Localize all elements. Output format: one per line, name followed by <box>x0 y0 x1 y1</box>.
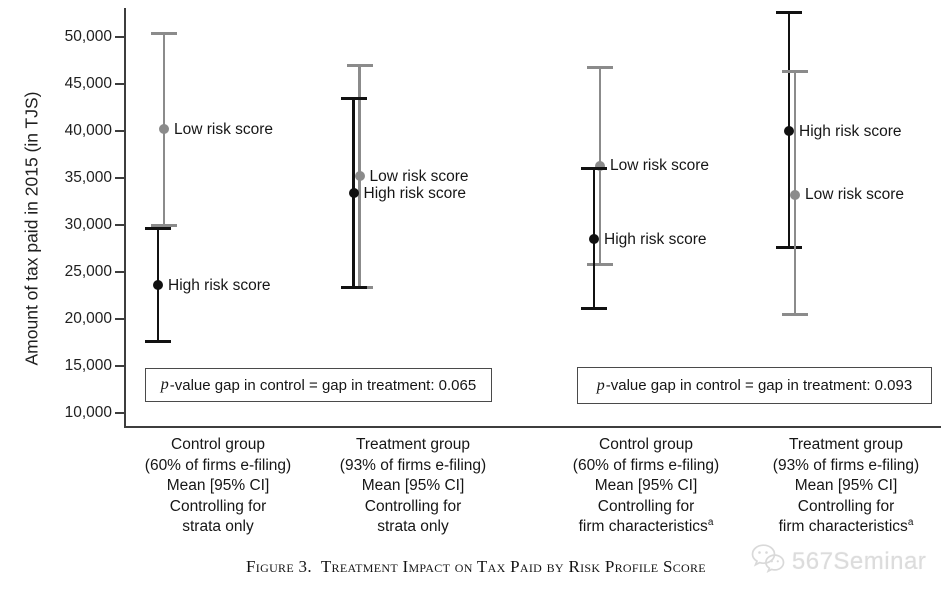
ci-cap-bottom <box>776 246 802 250</box>
x-group-label: Control group (60% of firms e-filing) Mean… <box>526 435 766 538</box>
data-point-gray <box>595 160 605 171</box>
x-group-label-line: Controlling for <box>797 497 895 515</box>
point-label: High risk score <box>799 122 902 140</box>
x-group-label-line: Mean [95% CI] <box>361 477 465 494</box>
x-group-label-line: (60% of firms e-filing) <box>144 456 292 474</box>
x-group-label: Treatment group (93% of firms e-filing) Me… <box>726 435 952 538</box>
data-point-gray <box>159 124 169 135</box>
ci-cap-top <box>581 167 607 171</box>
ci-cap-top <box>782 70 808 74</box>
x-group-label-line: firm characteristicsa <box>578 516 714 535</box>
caption-prefix: Figure 3. <box>246 557 312 576</box>
ci-cap-bottom <box>340 286 367 290</box>
data-point-gray <box>790 189 800 200</box>
y-axis-line <box>124 8 126 428</box>
watermark: 567Seminar <box>750 543 926 581</box>
x-group-label-line: firm characteristicsa <box>778 516 914 535</box>
x-group-label-line: Mean [95% CI] <box>594 477 698 494</box>
y-tick-label: 50,000 <box>64 28 112 45</box>
x-group-label-line: Treatment group <box>355 436 470 453</box>
y-tick-label: 25,000 <box>64 263 112 280</box>
point-label: Low risk score <box>610 157 710 175</box>
x-group-label-line: (60% of firms e-filing) <box>572 456 720 474</box>
x-group-label-line: Mean [95% CI] <box>166 477 270 494</box>
ci-cap-top <box>346 63 373 67</box>
x-group-label-line: strata only <box>377 518 449 535</box>
y-tick-label: 10,000 <box>64 404 112 421</box>
point-label: High risk score <box>168 276 271 294</box>
point-label: High risk score <box>604 230 707 248</box>
y-tick <box>115 177 124 179</box>
data-point-gray <box>354 171 365 182</box>
y-tick <box>115 83 124 85</box>
y-tick <box>115 412 124 414</box>
y-tick <box>115 318 124 320</box>
pvalue-text: -value gap in control = gap in treatment… <box>605 377 913 394</box>
y-tick-label: 40,000 <box>64 122 112 139</box>
x-group-label-line: Mean [95% CI] <box>794 477 898 494</box>
y-tick-label: 15,000 <box>64 357 112 374</box>
ci-cap-bottom <box>782 312 808 316</box>
ci-cap-bottom <box>581 307 607 311</box>
data-point-black <box>348 188 359 199</box>
pvalue-box: p-value gap in control = gap in treatmen… <box>577 367 932 404</box>
ci-cap-bottom <box>587 262 613 266</box>
x-group-label-line: Control group <box>171 436 265 453</box>
caption-title: Treatment Impact on Tax Paid by Risk Pro… <box>320 557 706 576</box>
x-group-label-line: (93% of firms e-filing) <box>339 456 487 474</box>
data-point-black <box>153 280 163 291</box>
x-group-label-line: Control group <box>599 436 693 453</box>
pvalue-text: -value gap in control = gap in treatment… <box>169 376 477 394</box>
point-label: Low risk score <box>174 120 274 138</box>
pvalue-italic-p: p <box>596 376 605 394</box>
x-group-label-line: Controlling for <box>597 497 695 515</box>
x-group-label-line: (93% of firms e-filing) <box>772 456 920 474</box>
data-point-black <box>589 234 599 245</box>
x-axis-line <box>124 426 941 428</box>
y-tick <box>115 224 124 226</box>
data-point-black <box>784 126 794 136</box>
wechat-chat-bubbles-icon <box>750 543 792 581</box>
y-tick <box>115 36 124 38</box>
y-tick <box>115 271 124 273</box>
ci-cap-top <box>151 31 177 35</box>
x-group-label-line: Treatment group <box>788 436 903 453</box>
x-group-label-line: Controlling for <box>169 497 267 515</box>
x-group-label-line: Controlling for <box>364 497 462 515</box>
ci-cap-top <box>776 11 802 15</box>
y-tick <box>115 130 124 132</box>
point-label: Low risk score <box>805 186 905 204</box>
y-tick <box>115 365 124 367</box>
pvalue-box: p-value gap in control = gap in treatmen… <box>145 368 492 402</box>
point-label: Low risk score <box>369 167 469 185</box>
ci-cap-top <box>145 227 171 231</box>
x-group-label: Control group (60% of firms e-filing) Mean… <box>98 435 338 538</box>
ci-cap-bottom <box>151 224 177 228</box>
pvalue-italic-p: p <box>160 376 169 393</box>
figure-caption: Figure 3. Treatment Impact on Tax Paid by… <box>0 557 952 577</box>
point-label: High risk score <box>363 184 467 202</box>
ci-cap-bottom <box>145 340 171 344</box>
y-tick-label: 45,000 <box>64 75 112 92</box>
x-group-label: Treatment group (93% of firms e-filing) Me… <box>293 435 533 538</box>
ci-cap-top <box>340 96 367 100</box>
y-tick-label: 20,000 <box>64 310 112 327</box>
ci-cap-top <box>587 65 613 69</box>
y-tick-label: 30,000 <box>64 216 112 233</box>
x-group-label-line: strata only <box>182 518 254 535</box>
y-tick-label: 35,000 <box>64 169 112 186</box>
watermark-text: 567Seminar <box>792 548 927 575</box>
